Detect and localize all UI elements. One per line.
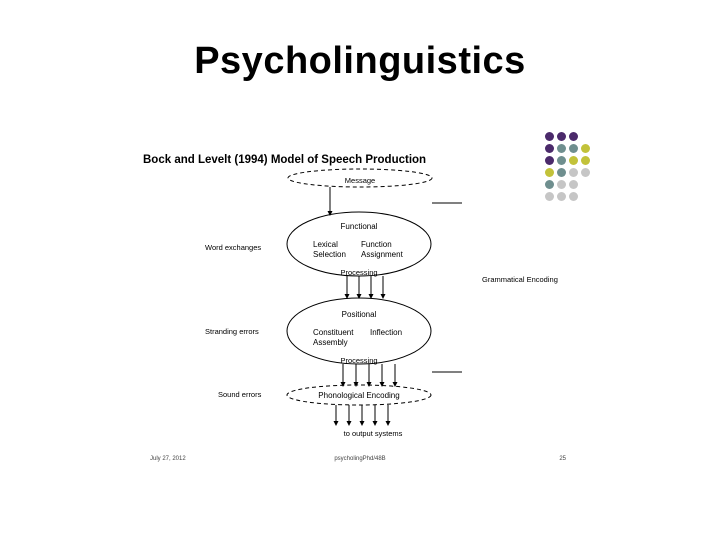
decorative-dot [557, 180, 566, 189]
functional-processing-label: Processing [340, 268, 377, 277]
decorative-dot [545, 168, 554, 177]
selection-label: Selection [313, 250, 346, 259]
phonological-label: Phonological Encoding [318, 391, 399, 400]
inflection-label: Inflection [370, 328, 402, 337]
constituent-label: Constituent [313, 328, 354, 337]
decorative-dot [557, 132, 566, 141]
decorative-dot [569, 144, 578, 153]
decorative-dot [545, 192, 554, 201]
decorative-dot [581, 156, 590, 165]
sound-errors-label: Sound errors [218, 390, 262, 399]
decorative-dot [557, 168, 566, 177]
slide-title: Psycholinguistics [194, 40, 526, 82]
decorative-dot [569, 132, 578, 141]
footer-page: 25 [559, 456, 566, 462]
phonological-ellipse [286, 384, 432, 406]
output-label: to output systems [344, 429, 403, 438]
decorative-dot [569, 156, 578, 165]
decorative-dot [581, 144, 590, 153]
decorative-dot [569, 180, 578, 189]
assignment-label: Assignment [361, 250, 404, 259]
decorative-dot [557, 144, 566, 153]
lexical-label: Lexical [313, 240, 338, 249]
message-label: Message [345, 176, 375, 185]
decorative-dot [545, 156, 554, 165]
decorative-dot [569, 192, 578, 201]
stranding-errors-label: Stranding errors [205, 327, 259, 336]
positional-title: Positional [342, 310, 377, 319]
decorative-dot [557, 156, 566, 165]
footer-date: July 27, 2012 [150, 456, 186, 462]
decorative-dot [545, 144, 554, 153]
positional-ellipse [286, 297, 432, 365]
figure-heading: Bock and Levelt (1994) Model of Speech P… [143, 154, 426, 166]
decorative-dot [581, 168, 590, 177]
footer-center: psycholingPhd/48B [334, 456, 385, 462]
decorative-dot [545, 132, 554, 141]
decorative-dot [569, 168, 578, 177]
grammatical-encoding-label: Grammatical Encoding [482, 275, 558, 284]
function-label: Function [361, 240, 392, 249]
message-ellipse [287, 168, 433, 188]
decorative-dot [557, 192, 566, 201]
decorative-dot [545, 180, 554, 189]
assembly-label: Assembly [313, 338, 348, 347]
positional-processing-label: Processing [340, 356, 377, 365]
word-exchanges-label: Word exchanges [205, 243, 261, 252]
functional-title: Functional [341, 222, 378, 231]
